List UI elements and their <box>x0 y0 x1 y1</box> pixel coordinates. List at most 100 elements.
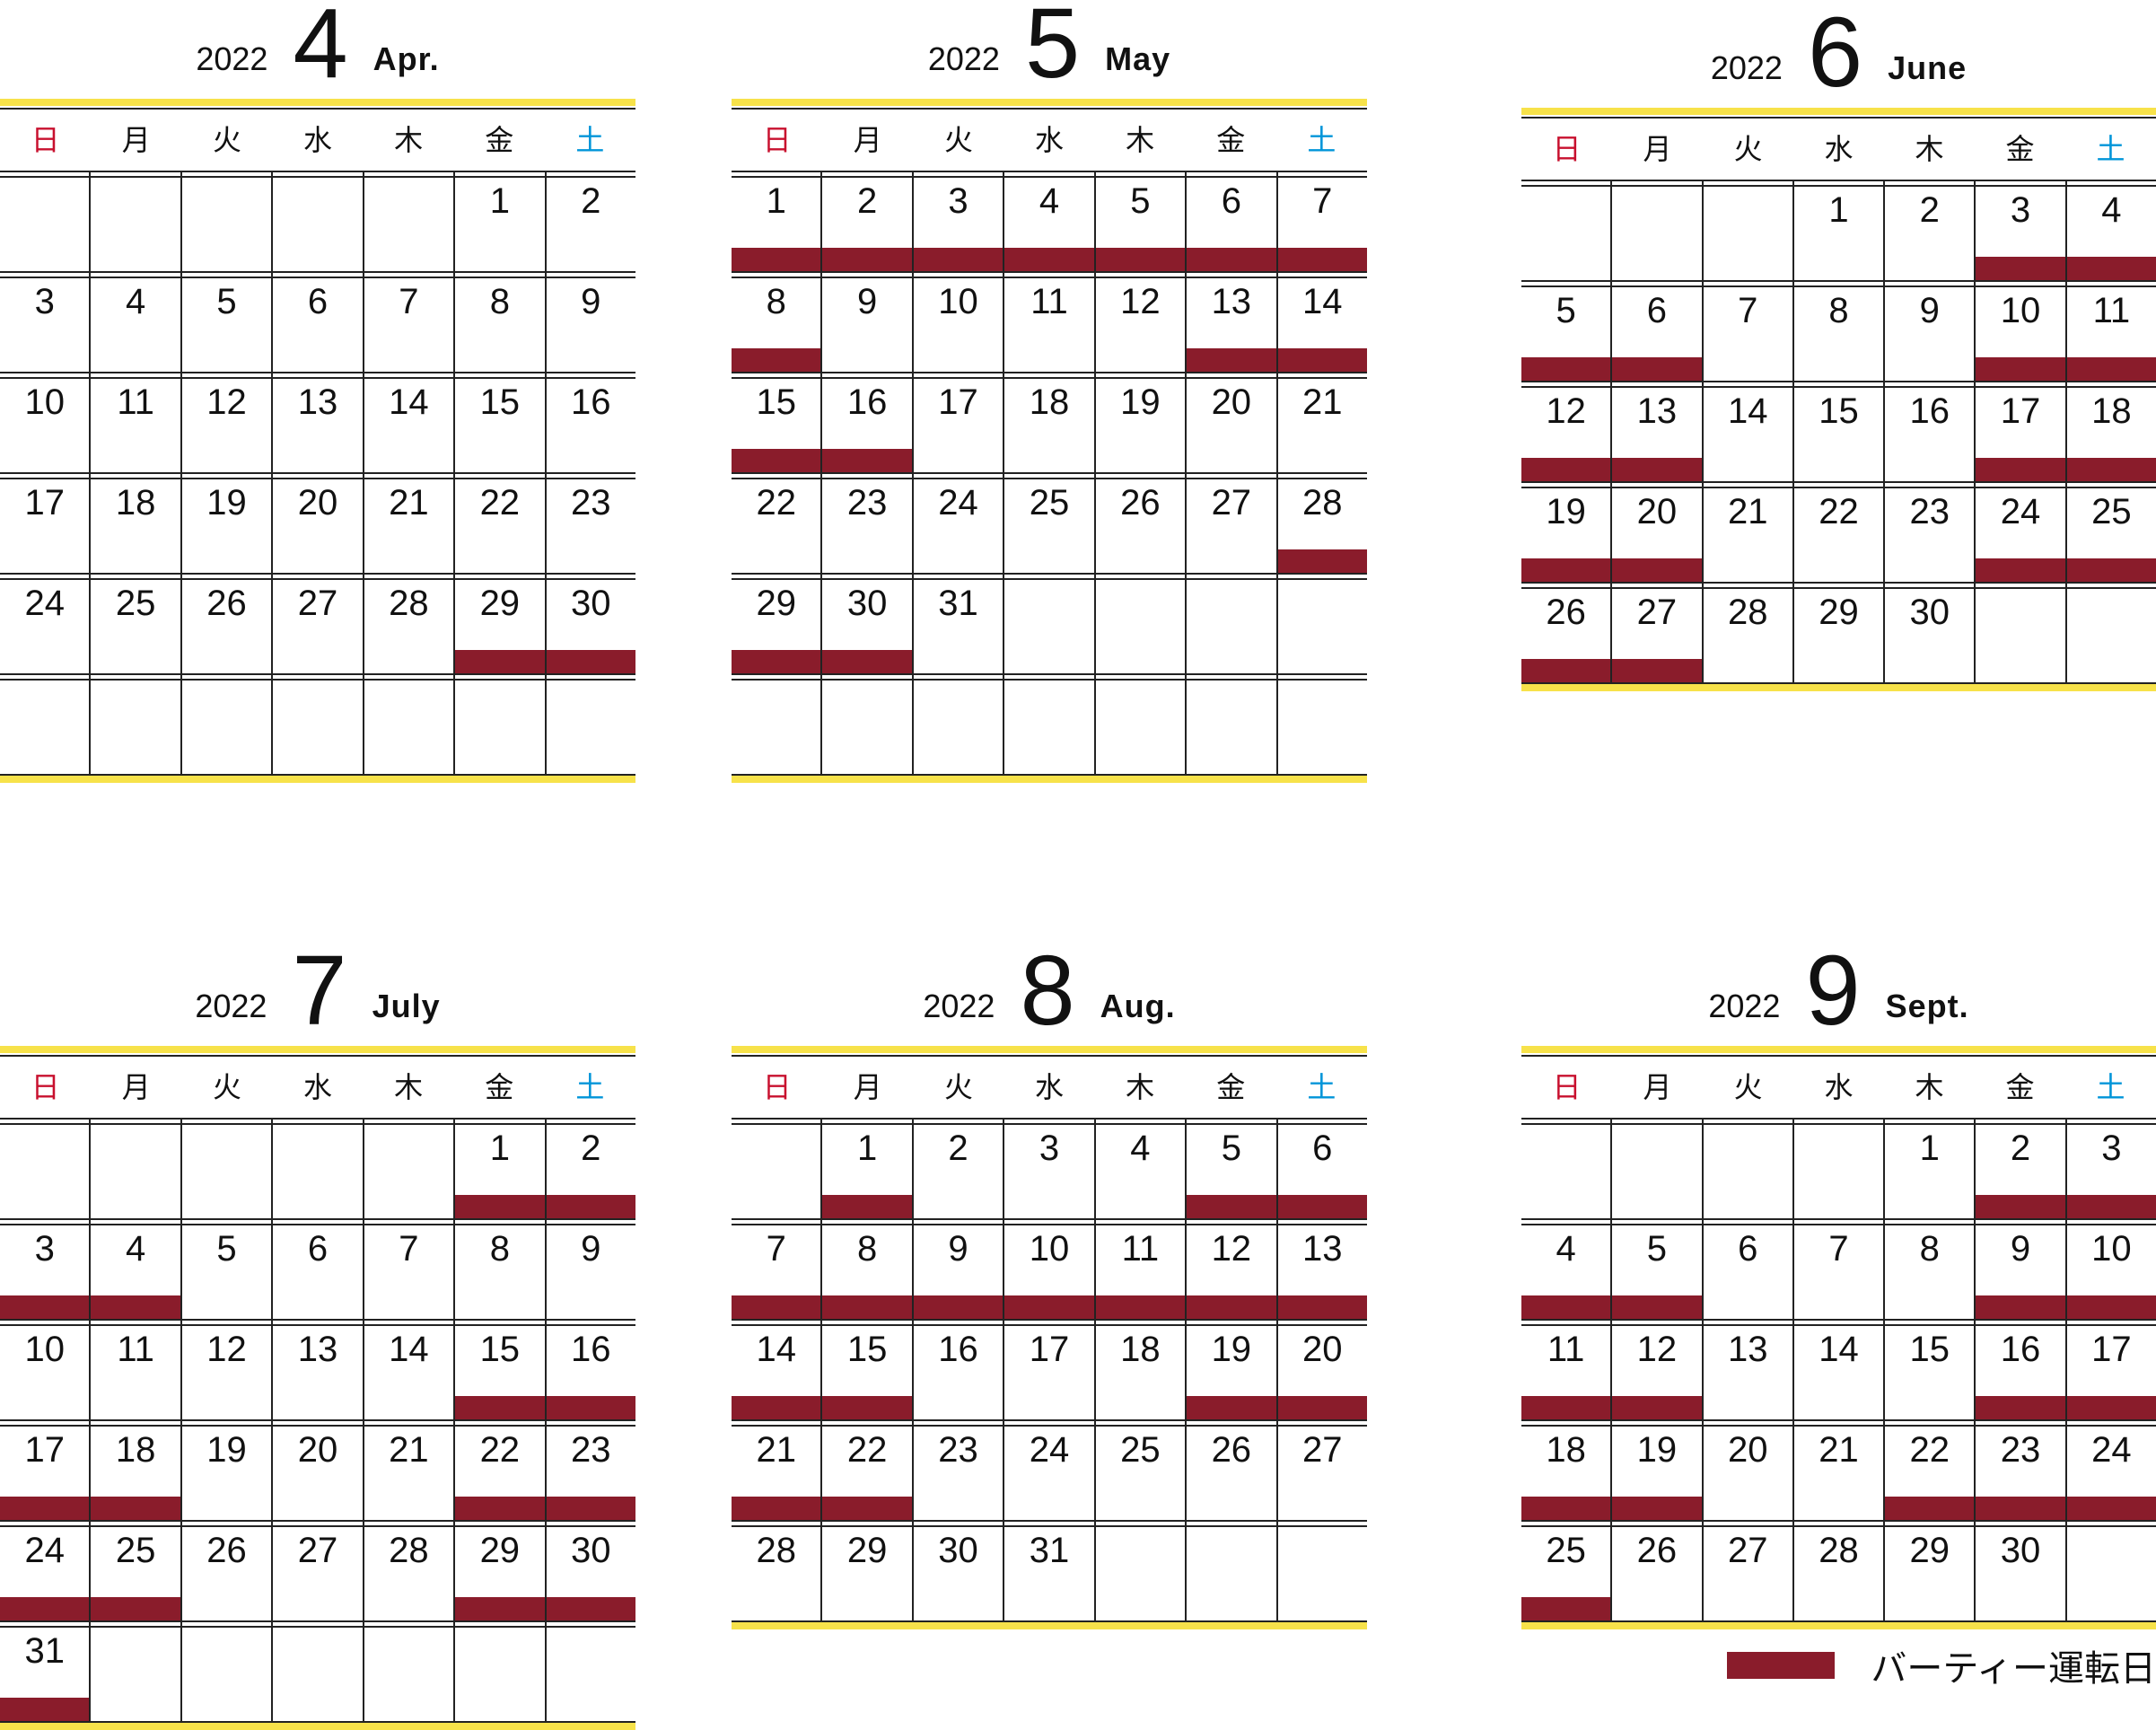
day-cell <box>180 172 271 271</box>
weekday-label: 木 <box>1915 133 1944 165</box>
top-rule <box>0 108 635 110</box>
day-cell: 2 <box>1883 181 1974 280</box>
day-cell: 17 <box>1974 382 2065 481</box>
day-cell <box>89 1120 180 1218</box>
day-cell: 28 <box>756 1531 796 1570</box>
weekday-label: 土 <box>575 1071 605 1103</box>
day-cell: 4 <box>1521 1220 1611 1319</box>
weekday-label: 火 <box>1733 133 1763 165</box>
day-cell: 5 <box>180 273 271 372</box>
bottom-accent-bar <box>0 1721 635 1730</box>
day-cell <box>1974 584 2064 682</box>
weekday-label: 土 <box>1307 1071 1337 1103</box>
top-accent-bar <box>1521 1046 2156 1053</box>
year-label: 2022 <box>1708 988 1781 1024</box>
day-cell: 30 <box>544 575 636 673</box>
day-cell: 24 <box>1974 483 2065 582</box>
day-cell: 9 <box>544 1220 635 1319</box>
weekday-label: 火 <box>212 124 241 156</box>
day-cell: 1 <box>453 1120 545 1218</box>
day-cell: 28 <box>1701 584 1792 682</box>
top-accent-bar <box>732 1046 1367 1053</box>
month-name: July <box>372 988 441 1024</box>
day-cell: 22 <box>1883 1421 1975 1520</box>
day-cell: 25 <box>2064 483 2156 582</box>
day-cell: 31 <box>0 1622 90 1721</box>
day-cell: 7 <box>1792 1220 1883 1319</box>
day-cell: 28 <box>1275 474 1368 573</box>
day-cell: 4 <box>89 273 180 372</box>
day-cell: 14 <box>732 1321 821 1419</box>
day-cell <box>0 172 89 271</box>
day-cell: 15 <box>1883 1321 1974 1419</box>
day-cell: 10 <box>1974 282 2065 381</box>
day-cell: 9 <box>911 1220 1004 1319</box>
day-cell: 23 <box>911 1421 1003 1520</box>
day-cell: 8 <box>453 273 544 372</box>
day-cell: 22 <box>820 1421 913 1520</box>
day-cell: 21 <box>1792 1421 1883 1520</box>
day-cell: 1 <box>453 172 544 271</box>
day-cell <box>732 675 820 774</box>
weekday-header: 日月火水木金土 <box>1521 1059 2156 1115</box>
weekday-label: 日 <box>1552 133 1582 165</box>
day-cell <box>820 675 911 774</box>
day-cell: 6 <box>1701 1220 1792 1319</box>
day-cell <box>180 1622 271 1721</box>
day-cell: 24 <box>2064 1421 2156 1520</box>
day-cell: 19 <box>1093 373 1185 472</box>
top-rule <box>732 1055 1367 1057</box>
weekday-label: 木 <box>394 124 424 156</box>
day-cell <box>362 1120 453 1218</box>
day-cell <box>1521 1120 1610 1218</box>
day-cell: 21 <box>1275 373 1367 472</box>
day-cell: 5 <box>1185 1120 1276 1218</box>
weekday-header: 日月火水木金土 <box>732 112 1367 168</box>
weekday-label: 水 <box>1824 133 1854 165</box>
top-rule <box>1521 117 2156 119</box>
weekday-label: 金 <box>485 1071 514 1103</box>
day-cell: 17 <box>1003 1321 1093 1419</box>
day-cell: 13 <box>1610 382 1702 481</box>
weekday-label: 金 <box>2005 1071 2035 1103</box>
day-cell: 23 <box>544 474 635 573</box>
day-cell: 14 <box>1275 273 1368 372</box>
day-cell <box>180 1120 271 1218</box>
legend: バーティー運転日 <box>1727 1639 2156 1691</box>
day-cell: 30 <box>1883 584 1974 682</box>
day-cell: 5 <box>1093 172 1186 271</box>
month-name: June <box>1888 49 1968 86</box>
day-cell: 1 <box>1792 181 1883 280</box>
weekday-label: 月 <box>121 124 151 156</box>
day-cell: 11 <box>1003 273 1093 372</box>
day-cell: 21 <box>362 1421 453 1520</box>
weekday-label: 日 <box>762 124 792 156</box>
day-cell: 1 <box>1883 1120 1974 1218</box>
day-cell <box>89 675 180 774</box>
day-cell: 29 <box>732 575 821 673</box>
month-number: 9 <box>1805 935 1861 1046</box>
day-cell: 6 <box>1275 1120 1368 1218</box>
day-cell: 23 <box>544 1421 636 1520</box>
month-number: 7 <box>292 935 347 1046</box>
day-cell <box>89 1622 180 1721</box>
day-cell: 14 <box>1701 382 1792 481</box>
day-cell: 29 <box>453 1522 545 1620</box>
day-cell: 14 <box>362 1321 453 1419</box>
day-cell: 12 <box>180 1321 271 1419</box>
top-accent-bar <box>732 99 1367 106</box>
day-cell: 12 <box>1521 382 1611 481</box>
weekday-label: 金 <box>485 124 514 156</box>
week-row: 31 <box>0 1620 635 1721</box>
day-cell: 14 <box>1792 1321 1883 1419</box>
day-cell: 8 <box>453 1220 544 1319</box>
